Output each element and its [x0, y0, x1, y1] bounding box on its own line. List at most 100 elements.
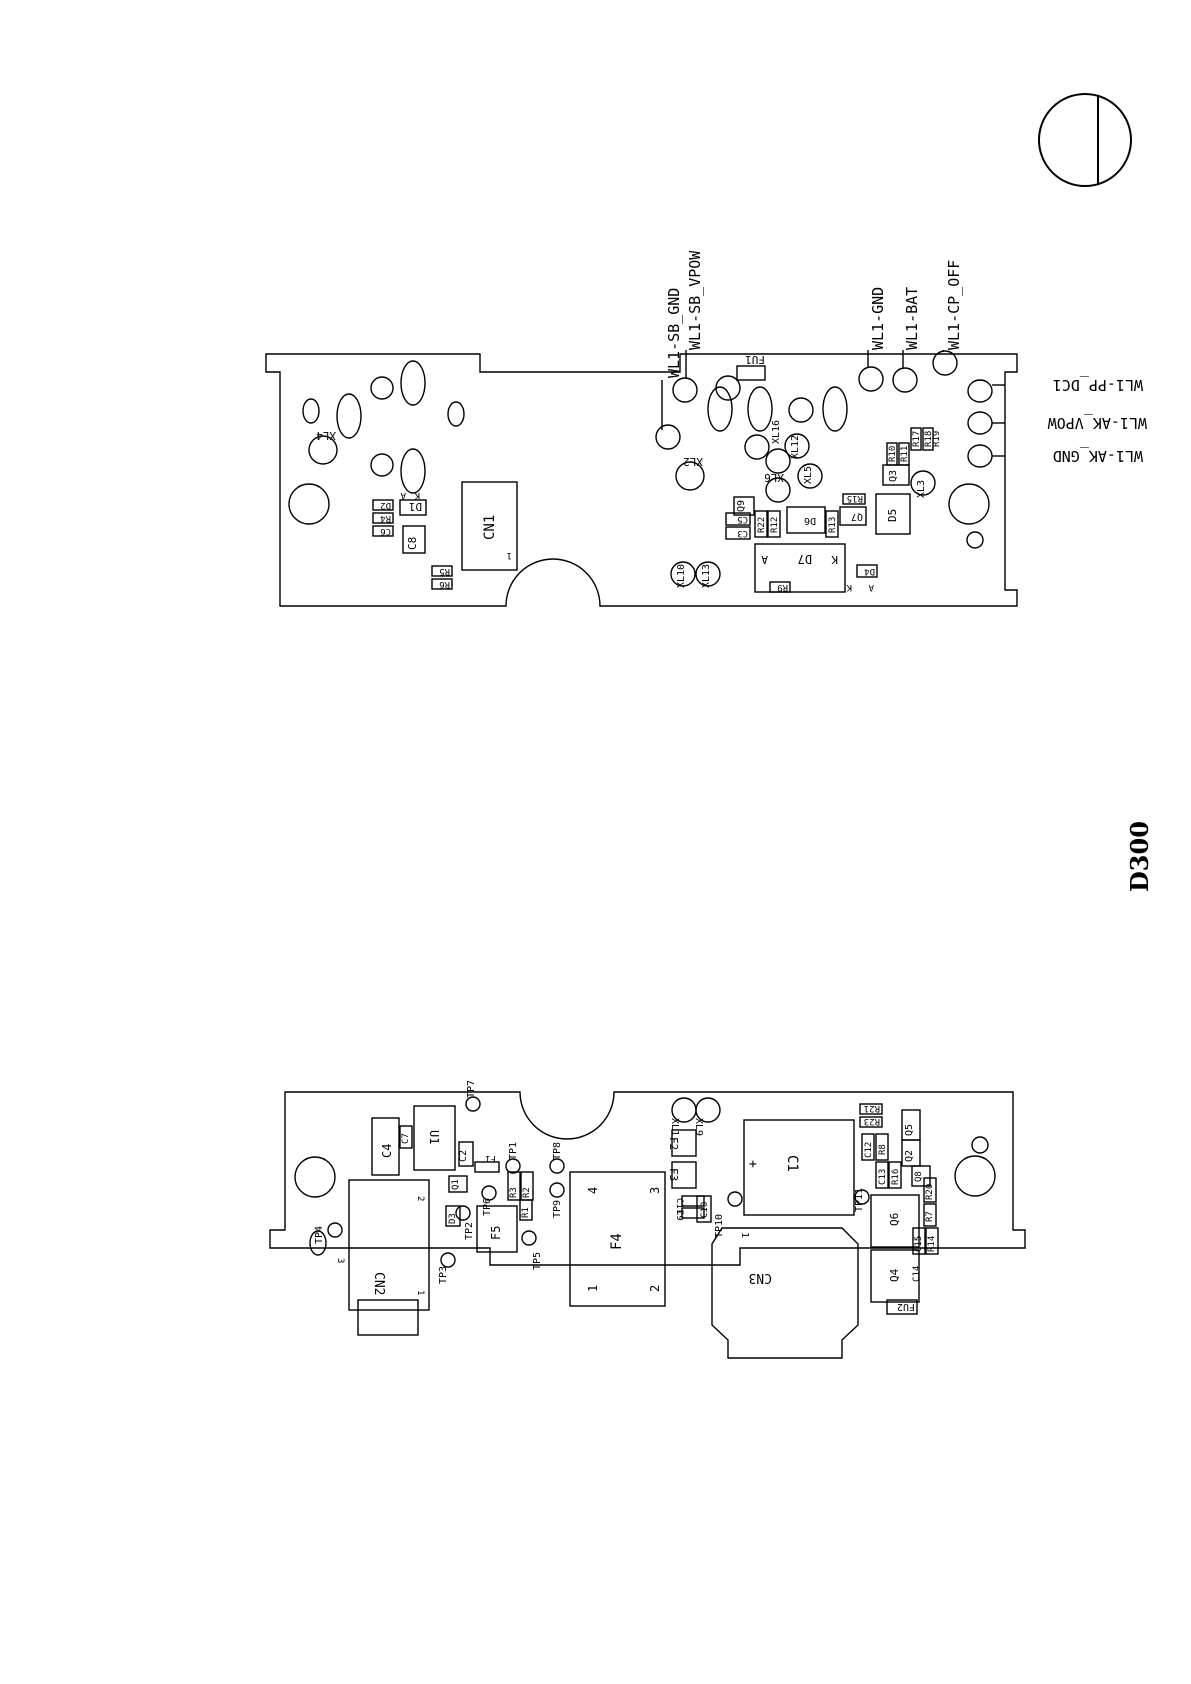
ref-r4: R4 [380, 513, 391, 523]
net-label-wl1-pp-dc1: WL1-PP_DC1 [1052, 376, 1143, 394]
ref-tp6: TP6 [482, 1197, 493, 1216]
ref-d7: D7 [797, 552, 812, 566]
ref-q7: Q7 [850, 511, 863, 522]
ref-d5: D5 [886, 508, 899, 522]
ref-fu1: FU1 [745, 353, 765, 366]
ref-xl1: XL1 [669, 1118, 680, 1137]
ref-xl9: XL9 [693, 1118, 704, 1137]
ref-tp5: TP5 [532, 1251, 543, 1270]
ref-tp10: TP10 [714, 1213, 725, 1238]
ref-r1: R1 [521, 1207, 531, 1218]
ref-r16: R16 [891, 1168, 901, 1185]
top-board-outline [265, 353, 1018, 607]
ref-f5: F5 [489, 1225, 503, 1240]
ref-tp3: TP3 [438, 1265, 449, 1284]
ref-tp7: TP7 [466, 1079, 477, 1098]
ref-tp4: TP4 [314, 1225, 325, 1244]
pin-mark: K [831, 553, 838, 566]
ref-tp2: TP2 [464, 1221, 475, 1240]
ref-xl2: XL2 [683, 455, 703, 468]
ref-f3: F3 [667, 1168, 680, 1182]
ref-r15: R15 [846, 493, 863, 503]
ref-q4: Q4 [888, 1268, 901, 1282]
ref-d6: D6 [803, 515, 816, 526]
ref-cn1: CN1 [482, 514, 498, 540]
bottom-cn3-body [711, 1227, 859, 1359]
ref-d2: D2 [380, 500, 391, 510]
ref-d1: D1 [408, 500, 422, 513]
ref-r7: R7 [925, 1211, 935, 1222]
ref-q1: Q1 [451, 1179, 461, 1190]
bottom-cn2-body [348, 1179, 430, 1311]
ref-xl5: XL5 [803, 465, 814, 484]
ref-c5: C5 [737, 514, 748, 524]
ref-c12: C12 [864, 1141, 874, 1158]
pin-mark: K [846, 582, 852, 592]
ref-c15: C15 [914, 1235, 924, 1252]
ref-r17: R17 [912, 430, 922, 447]
ref-r11: R11 [900, 445, 910, 462]
ref-c14: C14 [912, 1265, 922, 1282]
pin-mark: A [400, 490, 406, 500]
ref-c10: C10 [700, 1201, 710, 1218]
ref-r21: R21 [863, 1103, 880, 1113]
ref-cn2: CN2 [371, 1272, 386, 1296]
net-label-wl1-ak-gnd: WL1-AK_GND [1052, 447, 1143, 465]
bottom-f4-body [569, 1171, 666, 1307]
ref-r14: R14 [927, 1235, 937, 1252]
ref-r6: R6 [439, 579, 450, 589]
ref-f1: F1 [485, 1153, 496, 1163]
ref-q6: Q6 [888, 1212, 901, 1226]
ref-c9: C9 [674, 1210, 684, 1221]
ref-xl6: XL6 [764, 471, 784, 484]
pin-mark: 1 [739, 1232, 750, 1239]
net-label-wl1-sb-gnd: WL1-SB_GND [665, 287, 683, 378]
net-label-wl1-sb-vpow: WL1-SB_VPOW [686, 250, 704, 350]
pin-mark: 1 [586, 1284, 600, 1292]
ref-r3: R3 [509, 1187, 519, 1198]
pin-mark: 1 [506, 550, 512, 560]
ref-r5: R5 [439, 566, 450, 576]
ref-q9: Q9 [736, 499, 747, 512]
pin-mark: A [868, 582, 874, 592]
ref-tp1: TP1 [508, 1141, 519, 1160]
ref-r19: R19 [932, 430, 942, 447]
ref-c3: C3 [737, 528, 748, 538]
ref-f4: F4 [609, 1233, 625, 1250]
pin-mark: 2 [415, 1196, 425, 1202]
ref-q5: Q5 [904, 1123, 915, 1136]
ref-r20: R20 [925, 1183, 935, 1200]
pin-mark: 3 [335, 1258, 345, 1264]
ref-r8: R8 [878, 1144, 888, 1155]
ref-q3: Q3 [888, 469, 899, 482]
ref-tp8: TP8 [552, 1141, 563, 1160]
ref-tp9: TP9 [552, 1199, 563, 1218]
model-label: D300 [1125, 821, 1154, 892]
ref-u1: U1 [427, 1130, 441, 1145]
pin-mark: K [414, 490, 420, 500]
ref-d4: D4 [864, 566, 875, 576]
bottom-board-outline [269, 1091, 1026, 1266]
pin-mark: 1 [415, 1290, 425, 1296]
ref-c1: C1 [784, 1155, 800, 1172]
ref-r13: R13 [828, 516, 838, 533]
ref-f2: F2 [667, 1137, 680, 1151]
ref-d3: D3 [448, 1213, 458, 1224]
ref-xl12: XL12 [790, 434, 801, 459]
net-label-wl1-cp-off: WL1-CP_OFF [945, 259, 963, 350]
ref-r10: R10 [888, 445, 898, 462]
net-label-wl1-bat: WL1-BAT [903, 286, 921, 350]
net-label-wl1-gnd: WL1-GND [869, 286, 887, 350]
pin-mark: 3 [648, 1186, 662, 1194]
bottom-c1-body [743, 1119, 855, 1216]
pin-mark: A [761, 553, 768, 566]
ref-c4: C4 [380, 1143, 394, 1158]
ref-r12: R12 [770, 516, 780, 533]
ref-c8: C8 [406, 536, 419, 550]
pin-mark: + [745, 1160, 760, 1168]
ref-c2: C2 [458, 1149, 469, 1162]
ref-xl10: XL10 [676, 563, 687, 588]
net-label-wl1-ak-vpow: WL1-AK_VPOW [1047, 414, 1147, 432]
ref-c6: C6 [380, 526, 391, 536]
